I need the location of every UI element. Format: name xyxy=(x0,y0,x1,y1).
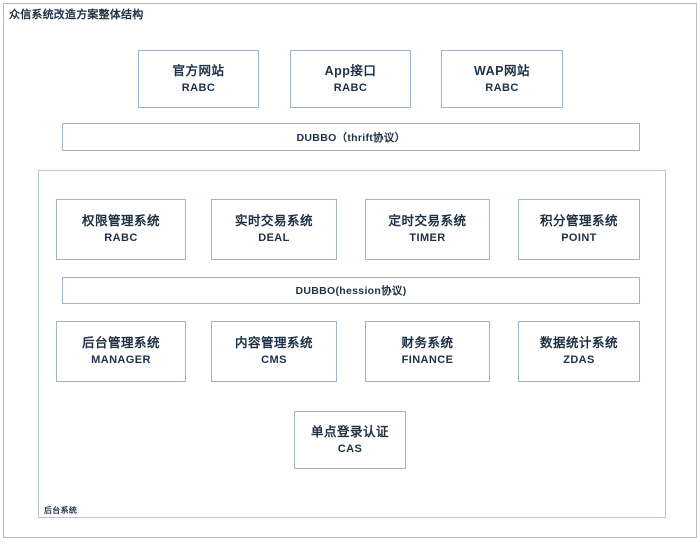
backend-systems-group-label: 后台系统 xyxy=(44,506,78,515)
node-label-cn: 单点登录认证 xyxy=(310,424,389,439)
node-label-cn: 财务系统 xyxy=(401,336,454,350)
node-label-code: FINANCE xyxy=(401,354,454,366)
node-points-system[interactable]: 积分管理系统 POINT xyxy=(518,199,640,260)
node-cms-system[interactable]: 内容管理系统 CMS xyxy=(211,321,337,382)
bus-dubbo-hession[interactable]: DUBBO(hession协议) xyxy=(62,277,640,304)
node-data-statistics-system[interactable]: 数据统计系统 ZDAS xyxy=(518,321,640,382)
bus-dubbo-thrift[interactable]: DUBBO（thrift协议） xyxy=(62,123,640,151)
node-label-code: POINT xyxy=(561,232,597,244)
node-admin-system[interactable]: 后台管理系统 MANAGER xyxy=(56,321,186,382)
node-label-cn: 后台管理系统 xyxy=(81,336,160,350)
node-label-code: RABC xyxy=(104,232,138,244)
node-label-cn: 实时交易系统 xyxy=(234,214,313,228)
node-label-cn: 定时交易系统 xyxy=(388,214,467,228)
node-label-code: RABC xyxy=(181,81,216,94)
node-official-website[interactable]: 官方网站 RABC xyxy=(138,50,259,108)
node-label-code: TIMER xyxy=(409,232,446,244)
diagram-title: 众信系统改造方案整体结构 xyxy=(9,9,144,21)
node-label-code: MANAGER xyxy=(91,354,151,366)
node-label-code: RABC xyxy=(485,81,519,94)
node-label-code: CAS xyxy=(337,442,363,455)
node-label-code: ZDAS xyxy=(563,354,595,366)
node-scheduled-trade-system[interactable]: 定时交易系统 TIMER xyxy=(365,199,490,260)
node-app-interface[interactable]: App接口 RABC xyxy=(290,50,411,108)
node-label-code: DEAL xyxy=(258,232,290,244)
node-label-code: CMS xyxy=(261,354,287,366)
node-label-cn: WAP网站 xyxy=(474,63,530,78)
node-realtime-trade-system[interactable]: 实时交易系统 DEAL xyxy=(211,199,337,260)
node-label-cn: 积分管理系统 xyxy=(539,214,618,228)
node-finance-system[interactable]: 财务系统 FINANCE xyxy=(365,321,490,382)
node-label-cn: 权限管理系统 xyxy=(81,214,160,228)
node-permission-system[interactable]: 权限管理系统 RABC xyxy=(56,199,186,260)
node-label-cn: App接口 xyxy=(324,63,377,78)
node-label-cn: 官方网站 xyxy=(172,63,225,78)
node-wap-website[interactable]: WAP网站 RABC xyxy=(441,50,563,108)
node-label-cn: 内容管理系统 xyxy=(234,336,313,350)
node-label-cn: 数据统计系统 xyxy=(539,336,618,350)
node-label-code: RABC xyxy=(333,81,368,94)
node-sso-cas[interactable]: 单点登录认证 CAS xyxy=(294,411,406,469)
